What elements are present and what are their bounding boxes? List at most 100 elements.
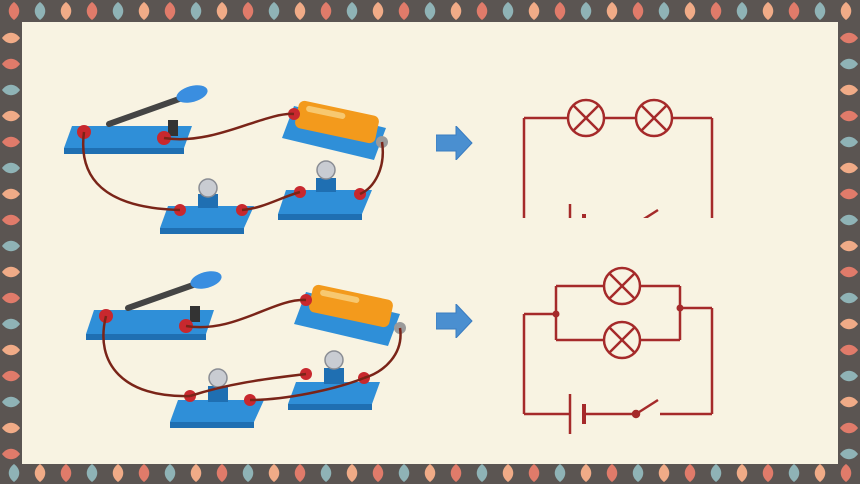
border-petal (294, 464, 306, 482)
border-petal (2, 344, 20, 356)
wire (81, 131, 181, 212)
border-petal (762, 464, 774, 482)
border-petal (86, 464, 98, 482)
border-petal (2, 318, 20, 330)
border-petal (320, 464, 332, 482)
border-petal (840, 370, 858, 382)
switch-handle (190, 271, 222, 289)
border-petal (840, 266, 858, 278)
border-petal (2, 32, 20, 44)
border-petal (450, 2, 462, 20)
border-petal (112, 2, 124, 20)
border-petal (372, 464, 384, 482)
border-petal (502, 2, 514, 20)
lamp-bulb (208, 368, 228, 388)
border-petal (710, 464, 722, 482)
switch-handle (176, 85, 208, 103)
border-petal (242, 2, 254, 20)
border-petal (840, 292, 858, 304)
border-petal (34, 2, 46, 20)
border-petal (840, 464, 852, 482)
border-petal (2, 188, 20, 200)
border-petal (840, 188, 858, 200)
series-circuit-apparatus (64, 85, 388, 234)
junction-dot (676, 304, 684, 312)
border-petal (60, 464, 72, 482)
border-petal (190, 464, 202, 482)
border-petal (2, 448, 20, 460)
border-petal (138, 464, 150, 482)
border-petal (294, 2, 306, 20)
lamp-symbol (634, 98, 674, 138)
border-petal (840, 318, 858, 330)
battery-symbol (568, 204, 586, 218)
wire (249, 376, 365, 402)
border-petal (580, 2, 592, 20)
border-petal (710, 2, 722, 20)
border-petal (2, 84, 20, 96)
border-petal (164, 464, 176, 482)
lamp-bulb (316, 160, 336, 180)
lamp-symbol (566, 98, 606, 138)
border-petal (268, 2, 280, 20)
lamp-holder-1 (170, 400, 264, 422)
border-petal (476, 464, 488, 482)
border-petal (34, 464, 46, 482)
switch-symbol (643, 208, 659, 218)
border-petal (2, 266, 20, 278)
border-petal (840, 84, 858, 96)
border-petal (60, 2, 72, 20)
border-petal (788, 2, 800, 20)
switch-lever (125, 281, 199, 311)
border-petal (268, 464, 280, 482)
border-petal (632, 2, 644, 20)
border-petal (2, 58, 20, 70)
border-petal (788, 464, 800, 482)
border-petal (840, 58, 858, 70)
border-petal (216, 2, 228, 20)
border-petal (2, 136, 20, 148)
lamp-symbol (602, 320, 642, 360)
border-petal (242, 464, 254, 482)
border-petal (658, 2, 670, 20)
border-petal (450, 464, 462, 482)
border-petal (528, 464, 540, 482)
switch-symbol (631, 398, 659, 419)
border-petal (814, 2, 826, 20)
border-petal (320, 2, 332, 20)
border-petal (528, 2, 540, 20)
border-petal (2, 110, 20, 122)
border-petal (606, 464, 618, 482)
border-petal (840, 240, 858, 252)
border-petal (372, 2, 384, 20)
border-petal (138, 2, 150, 20)
border-petal (398, 464, 410, 482)
border-petal (424, 464, 436, 482)
border-petal (684, 464, 696, 482)
border-petal (190, 2, 202, 20)
border-petal (840, 2, 852, 20)
border-petal (346, 2, 358, 20)
border-petal (2, 214, 20, 226)
border-petal (736, 2, 748, 20)
border-petal (840, 344, 858, 356)
border-petal (736, 464, 748, 482)
border-petal (476, 2, 488, 20)
border-petal (840, 110, 858, 122)
border-petal (2, 422, 20, 434)
border-petal (658, 464, 670, 482)
border-petal (840, 422, 858, 434)
border-petal (632, 464, 644, 482)
switch-lever (106, 95, 185, 127)
border-petal (840, 162, 858, 174)
border-petal (762, 2, 774, 20)
border-petal (840, 396, 858, 408)
slide-canvas (22, 22, 838, 464)
junction-dot (552, 310, 560, 318)
border-petal (684, 2, 696, 20)
border-petal (2, 396, 20, 408)
border-petal (2, 162, 20, 174)
battery-symbol (568, 394, 586, 434)
border-petal (2, 370, 20, 382)
